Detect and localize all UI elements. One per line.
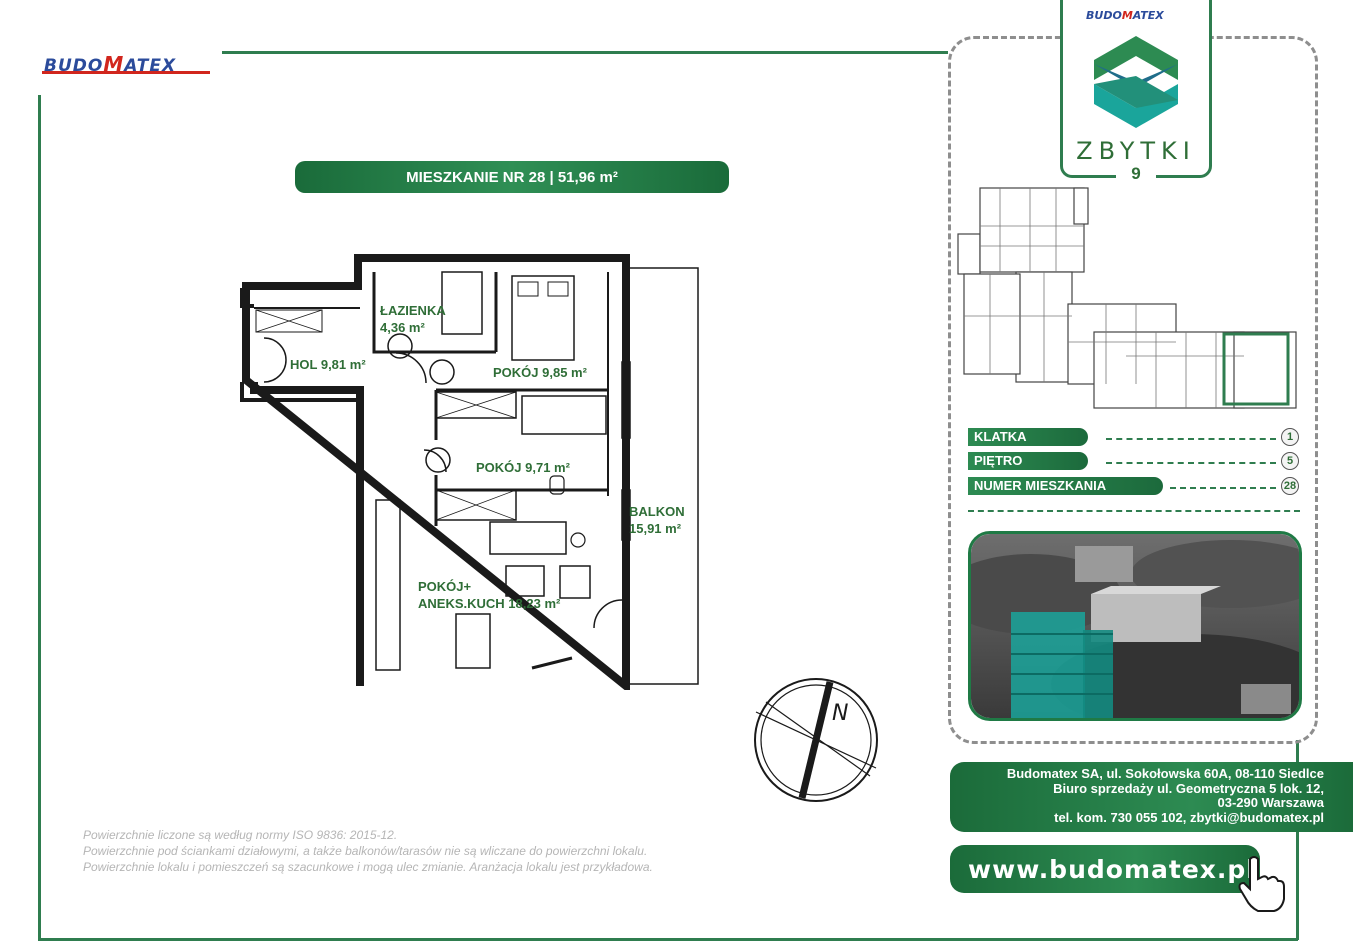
room-bedroom-2-area: 9,71 m² bbox=[525, 460, 570, 475]
website-link[interactable]: www.budomatex.pl bbox=[950, 845, 1260, 893]
project-brand-part2: ATEX bbox=[1132, 9, 1164, 22]
project-brand-part1: BUDO bbox=[1086, 9, 1122, 22]
room-bathroom-area: 4,36 m² bbox=[380, 320, 425, 335]
note-3: Powierzchnie lokalu i pomieszczeń są sza… bbox=[83, 860, 653, 874]
contact-sales-office: Biuro sprzedaży ul. Geometryczna 5 lok. … bbox=[1053, 780, 1324, 796]
info-label-pietro: PIĘTRO bbox=[968, 452, 1088, 470]
room-bathroom-name: ŁAZIENKA bbox=[380, 303, 446, 318]
info-value-klatka: 1 bbox=[1281, 428, 1299, 446]
compass-icon: N bbox=[754, 678, 878, 802]
notes: Powierzchnie liczone są według normy ISO… bbox=[83, 827, 723, 875]
room-balcony-area: 15,91 m² bbox=[629, 521, 682, 536]
project-emblem-icon bbox=[1094, 36, 1178, 128]
room-living-kitchen-area: 18,23 m² bbox=[508, 596, 561, 611]
contact-text: Budomatex SA, ul. Sokołowska 60A, 08-110… bbox=[960, 766, 1324, 825]
info-dash-2 bbox=[1106, 462, 1276, 464]
frame-line-right bbox=[1296, 740, 1299, 940]
aerial-photo-image bbox=[971, 534, 1299, 718]
contact-box bbox=[950, 762, 1353, 832]
building-key-plan bbox=[957, 187, 1297, 409]
room-kitchen-name: ANEKS.KUCH bbox=[418, 596, 505, 611]
room-living-name: POKÓJ+ bbox=[418, 579, 472, 594]
brand-m: M bbox=[103, 52, 125, 76]
info-value-pietro: 5 bbox=[1281, 452, 1299, 470]
frame-line-top bbox=[222, 51, 948, 54]
info-label-numer: NUMER MIESZKANIA bbox=[968, 477, 1163, 495]
contact-city: 03-290 Warszawa bbox=[1217, 795, 1324, 810]
note-2: Powierzchnie pod ściankami działowymi, a… bbox=[83, 844, 648, 858]
frame-line-left bbox=[38, 95, 41, 940]
brand-underline bbox=[42, 71, 210, 74]
project-brand-m: M bbox=[1121, 9, 1133, 22]
room-bedroom-1: POKÓJ 9,85 m² bbox=[493, 364, 587, 381]
room-bedroom-1-area: 9,85 m² bbox=[542, 365, 587, 380]
info-dash-3 bbox=[1170, 487, 1276, 489]
room-living-kitchen: POKÓJ+ ANEKS.KUCH 18,23 m² bbox=[418, 578, 560, 612]
project-number: 9 bbox=[1116, 164, 1156, 184]
apartment-title: MIESZKANIE NR 28 | 51,96 m² bbox=[295, 161, 729, 193]
frame-line-bottom bbox=[38, 938, 1298, 941]
room-bathroom: ŁAZIENKA 4,36 m² bbox=[380, 302, 446, 336]
aerial-photo bbox=[968, 531, 1302, 721]
contact-phone-email[interactable]: tel. kom. 730 055 102, zbytki@budomatex.… bbox=[1054, 809, 1324, 825]
room-bedroom-2-name: POKÓJ bbox=[476, 460, 522, 475]
floor-plan bbox=[240, 254, 699, 690]
info-label-klatka: KLATKA bbox=[968, 428, 1088, 446]
project-name: ZBYTKI bbox=[1076, 137, 1196, 165]
project-brand-logo: BUDOMATEX bbox=[1086, 9, 1164, 22]
room-balcony-name: BALKON bbox=[629, 504, 685, 519]
room-balcony: BALKON 15,91 m² bbox=[629, 503, 685, 537]
room-bedroom-1-name: POKÓJ bbox=[493, 365, 539, 380]
info-dash-1 bbox=[1106, 438, 1276, 440]
room-hall-area: 9,81 m² bbox=[320, 357, 366, 372]
info-separator bbox=[968, 510, 1300, 512]
pointer-hand-icon bbox=[1238, 856, 1285, 912]
room-hall-name: HOL bbox=[290, 357, 318, 372]
room-hall: HOL 9,81 m² bbox=[290, 356, 366, 373]
note-1: Powierzchnie liczone są według normy ISO… bbox=[83, 828, 398, 842]
contact-address: Budomatex SA, ul. Sokołowska 60A, 08-110… bbox=[1006, 766, 1324, 781]
compass-label: N bbox=[832, 701, 848, 726]
room-bedroom-2: POKÓJ 9,71 m² bbox=[476, 459, 570, 476]
info-value-numer: 28 bbox=[1281, 477, 1299, 495]
